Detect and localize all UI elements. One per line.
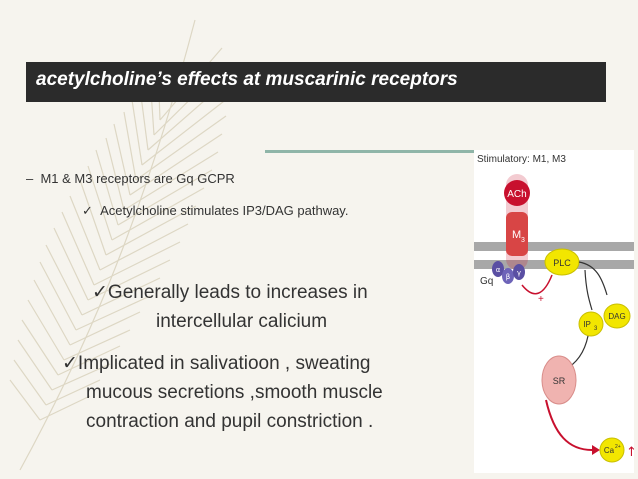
ach-ligand bbox=[504, 180, 530, 206]
membrane-top bbox=[474, 242, 634, 251]
g-beta-subunit bbox=[502, 268, 514, 284]
bullet-text-1: M1 & M3 receptors are Gq GCPR bbox=[40, 171, 235, 186]
sarcoplasmic-reticulum bbox=[541, 355, 577, 405]
title-bar: acetylcholine’s effects at muscarinic re… bbox=[26, 62, 606, 102]
slide-title: acetylcholine’s effects at muscarinic re… bbox=[36, 69, 458, 90]
plc-label: PLC bbox=[553, 258, 571, 268]
bullet-line-4: ✓Implicated in salivatioon , sweating bbox=[62, 349, 370, 378]
g-alpha-subunit bbox=[492, 261, 504, 277]
alpha-label: α bbox=[496, 266, 501, 274]
gq-pathway-diagram: Stimulatory: M1, M3 ACh M 3 Gq α β γ + P… bbox=[474, 150, 634, 473]
dag-molecule bbox=[603, 303, 631, 329]
ip3-subscript: 3 bbox=[594, 326, 598, 332]
ip3-molecule bbox=[578, 311, 604, 337]
calcium-ion bbox=[599, 437, 625, 463]
dash-marker: – bbox=[26, 171, 34, 186]
bullet-line-4-cont-1: mucous secretions ,smooth muscle bbox=[86, 382, 383, 403]
plc-to-ip3-arrow bbox=[584, 269, 593, 311]
bullet-line-3: ✓Generally leads to increases in bbox=[92, 278, 368, 307]
bullet-text-4a: Implicated in salivatioon , sweating bbox=[77, 353, 371, 374]
bullet-line-1: – M1 & M3 receptors are Gq GCPR bbox=[26, 171, 235, 186]
accent-rule bbox=[265, 150, 480, 153]
diagram-header: Stimulatory: M1, M3 bbox=[477, 154, 566, 165]
calcium-superscript: 2+ bbox=[615, 444, 621, 450]
m3-subscript: 3 bbox=[521, 237, 525, 244]
gq-label: Gq bbox=[480, 276, 493, 287]
bullet-line-4-cont-2: contraction and pupil constriction . bbox=[86, 411, 374, 432]
dag-label: DAG bbox=[608, 312, 625, 321]
ach-label: ACh bbox=[507, 189, 526, 200]
ip3-label: IP bbox=[583, 320, 591, 329]
sr-to-calcium-arrowhead bbox=[592, 445, 600, 455]
calcium-label: Ca bbox=[604, 446, 615, 455]
increase-arrow-icon: ↑ bbox=[626, 445, 634, 460]
sr-to-calcium-arrow bbox=[545, 399, 593, 451]
check-icon: ✓ bbox=[92, 282, 108, 303]
bullet-text-3a: Generally leads to increases in bbox=[107, 282, 368, 303]
bullet-text-2: Acetylcholine stimulates IP3/DAG pathway… bbox=[100, 203, 349, 218]
m3-receptor bbox=[506, 212, 528, 256]
plus-sign: + bbox=[538, 294, 544, 305]
m3-label: M bbox=[512, 229, 521, 241]
gamma-label: γ bbox=[517, 269, 521, 277]
g-gamma-subunit bbox=[513, 264, 525, 280]
check-icon: ✓ bbox=[82, 203, 93, 218]
beta-label: β bbox=[506, 273, 510, 281]
bullet-line-3-cont: intercellular calicium bbox=[156, 311, 328, 332]
gq-to-plc-arrow bbox=[521, 274, 553, 295]
check-icon: ✓ bbox=[62, 353, 78, 374]
plc-to-dag-arrow bbox=[578, 261, 608, 296]
bullet-line-2: ✓ Acetylcholine stimulates IP3/DAG pathw… bbox=[82, 203, 348, 219]
sr-label: SR bbox=[553, 376, 566, 386]
